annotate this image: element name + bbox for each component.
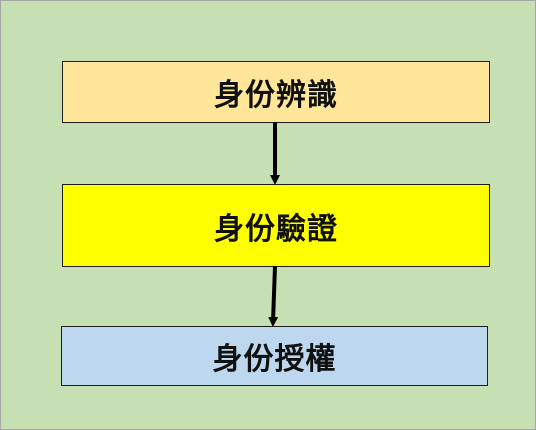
node-authorize: 身份授權 [61,326,488,386]
node-identify-label: 身份辨識 [214,78,338,113]
node-authorize-label: 身份授權 [212,342,337,377]
node-verify-label: 身份驗證 [214,211,338,247]
node-identify: 身份辨識 [62,61,490,123]
node-verify: 身份驗證 [62,184,490,267]
